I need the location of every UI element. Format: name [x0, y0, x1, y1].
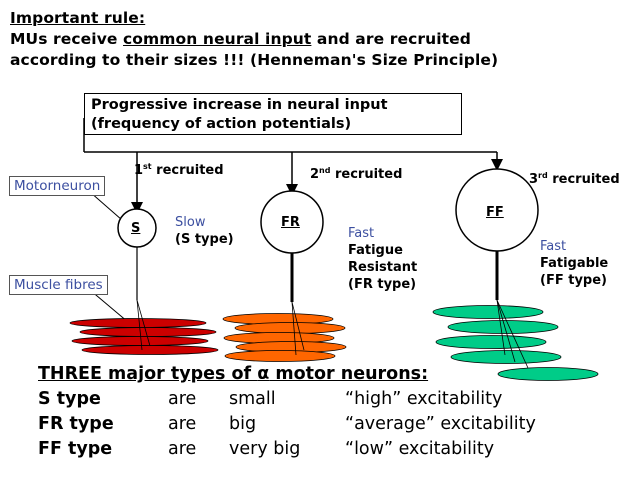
recruited-1st-num: 1: [134, 163, 144, 178]
recruited-3rd-num: 3: [529, 172, 539, 187]
rule-line-2: according to their sizes !!! (Henneman's…: [10, 51, 499, 69]
row-excitability: “low” excitability: [345, 438, 495, 459]
fr-neuron-circle: [260, 190, 324, 254]
row-type: FR type: [38, 413, 114, 434]
recruited-1st: 1st recruited: [134, 162, 224, 179]
rule-title-text: Important rule:: [10, 9, 146, 27]
motorneuron-pointer: [89, 191, 123, 221]
ff-desc-line-2: Fatigable: [540, 256, 609, 271]
ff-description: Fast Fatigable (FF type): [540, 238, 608, 289]
fr-desc-line-3: Resistant: [348, 260, 418, 275]
fr-fibres: [222, 240, 347, 362]
recruited-2nd-num: 2: [310, 167, 320, 182]
s-neuron-circle: [117, 208, 157, 248]
summary-header-a: THREE major types of: [38, 364, 258, 384]
summary-section: THREE major types of α motor neurons: S …: [38, 364, 536, 461]
s-neuron-label: S: [131, 221, 141, 236]
row-size: very big: [229, 438, 301, 459]
rule-line-1-b: and are recruited: [311, 30, 471, 48]
row-excitability: “high” excitability: [345, 388, 503, 409]
summary-header: THREE major types of α motor neurons:: [38, 364, 536, 384]
recruited-3rd: 3rd recruited: [529, 171, 620, 188]
important-rule: Important rule: MUs receive common neura…: [10, 8, 498, 71]
s-fibres: [69, 246, 219, 355]
rule-title: Important rule:: [10, 8, 498, 29]
row-excitability: “average” excitability: [345, 413, 536, 434]
recruited-3rd-sup: rd: [538, 171, 548, 180]
row-type: FF type: [38, 438, 113, 459]
summary-table: S type are small “high” excitability FR …: [38, 386, 536, 461]
row-verb: are: [168, 413, 197, 434]
neural-input-box: Progressive increase in neural input (fr…: [84, 93, 462, 135]
fr-description: Fast Fatigue Resistant (FR type): [348, 225, 417, 293]
fr-desc-line-4: (FR type): [348, 277, 417, 292]
neural-input-line-2: (frequency of action potentials): [91, 116, 352, 132]
s-desc-line-1: Slow: [175, 215, 206, 230]
table-row: S type are small “high” excitability: [38, 386, 536, 411]
neural-input-line-1: Progressive increase in neural input: [91, 97, 388, 113]
motorneuron-label: Motorneuron: [9, 176, 106, 196]
row-type: S type: [38, 388, 101, 409]
fr-neuron-label: FR: [281, 215, 300, 230]
table-row: FR type are big “average” excitability: [38, 411, 536, 436]
s-description: Slow (S type): [175, 214, 234, 248]
ff-desc-line-1: Fast: [540, 239, 567, 254]
row-verb: are: [168, 438, 197, 459]
recruited-2nd-sup: nd: [319, 166, 331, 175]
summary-header-alpha: α: [257, 364, 270, 384]
row-verb: are: [168, 388, 197, 409]
recruited-2nd: 2nd recruited: [310, 166, 403, 183]
ff-fibres: [432, 250, 599, 381]
ff-neuron-circle: [455, 168, 539, 252]
muscle-fibres-pointer: [89, 289, 129, 323]
row-size: small: [229, 388, 276, 409]
ff-neuron-label: FF: [486, 205, 504, 220]
s-desc-line-2: (S type): [175, 232, 234, 247]
summary-header-b: motor neurons:: [269, 364, 429, 384]
ff-desc-line-3: (FF type): [540, 273, 607, 288]
muscle-fibres-label: Muscle fibres: [9, 275, 108, 295]
table-row: FF type are very big “low” excitability: [38, 436, 536, 461]
recruited-1st-sup: st: [143, 162, 152, 171]
fr-desc-line-2: Fatigue: [348, 243, 403, 258]
recruited-2nd-text: recruited: [330, 167, 403, 182]
rule-line-1-a: MUs receive: [10, 30, 124, 48]
rule-line-1: MUs receive common neural input and are …: [10, 29, 498, 50]
fr-desc-line-1: Fast: [348, 226, 375, 241]
recruited-3rd-text: recruited: [547, 172, 620, 187]
recruited-1st-text: recruited: [151, 163, 224, 178]
rule-line-1-underlined: common neural input: [123, 30, 312, 48]
row-size: big: [229, 413, 257, 434]
